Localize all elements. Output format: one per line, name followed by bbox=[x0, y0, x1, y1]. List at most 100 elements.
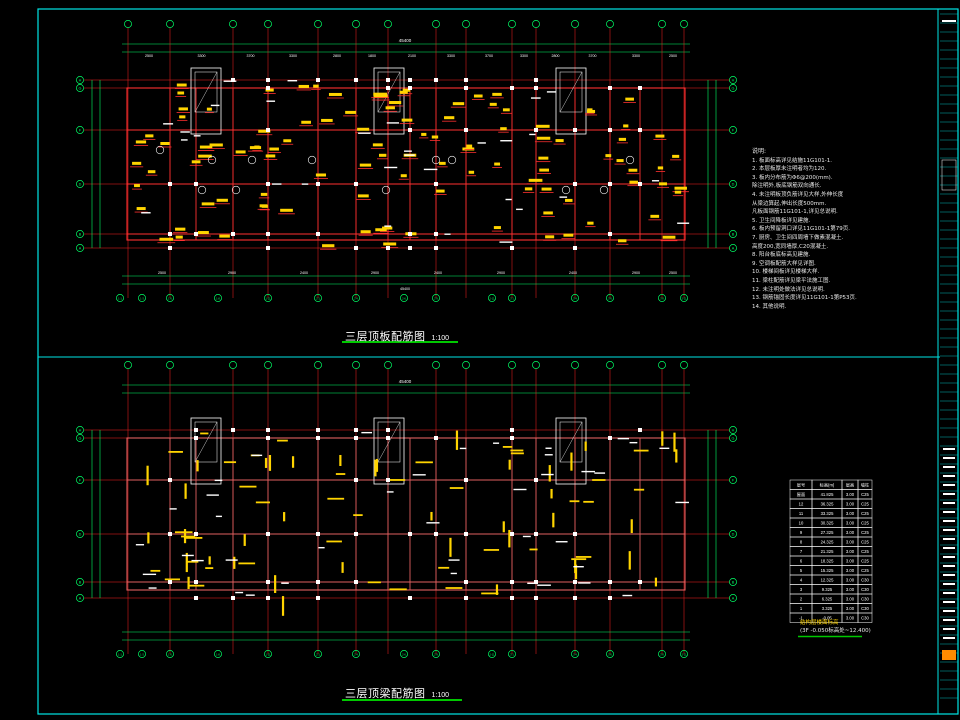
beam-label bbox=[180, 139, 188, 141]
column bbox=[434, 232, 438, 236]
beam-rebar-annotation bbox=[150, 569, 161, 572]
beam-rebar-annotation bbox=[495, 584, 499, 595]
beam-label bbox=[361, 431, 373, 434]
beam-rebar-annotation bbox=[146, 465, 149, 486]
beam-label bbox=[318, 546, 325, 549]
beam-rebar-annotation bbox=[389, 479, 406, 481]
slab-rebar-label bbox=[372, 143, 383, 147]
note-item: 10. 楼梯间板详见楼梯大样. bbox=[752, 269, 820, 276]
schedule-cell-text: 3.00 bbox=[846, 492, 855, 497]
beam-rebar-annotation bbox=[529, 548, 538, 551]
beam-rebar-annotation bbox=[583, 500, 594, 503]
axis-label: A bbox=[732, 597, 735, 601]
column bbox=[510, 436, 514, 440]
axis-label: H bbox=[732, 79, 735, 83]
column bbox=[638, 428, 642, 432]
beam-rebar-annotation bbox=[233, 556, 236, 569]
column bbox=[266, 580, 270, 584]
slab-rebar-label bbox=[528, 178, 543, 182]
axis-bubble bbox=[76, 476, 84, 484]
slab-rebar-label bbox=[468, 170, 475, 174]
axis-label: H bbox=[732, 429, 735, 433]
beam-rebar-annotation bbox=[552, 512, 555, 528]
axis-label: D bbox=[79, 183, 82, 187]
slab-rebar-label bbox=[259, 204, 268, 208]
dimension-label: 2900 bbox=[632, 271, 640, 275]
note-item: 凡板面钢筋11G101-1,详见总说明. bbox=[752, 209, 838, 216]
axis-bubble bbox=[264, 650, 272, 658]
slab-section-marker bbox=[307, 155, 317, 165]
beam-label bbox=[266, 100, 276, 102]
axis-label: 3-4 bbox=[573, 297, 577, 301]
column bbox=[386, 478, 390, 482]
column bbox=[266, 428, 270, 432]
slab-rebar-label bbox=[565, 198, 573, 202]
slab-rebar-label bbox=[421, 132, 427, 136]
beam-label bbox=[500, 140, 513, 142]
dimension-label: 3300 bbox=[632, 54, 640, 58]
axis-label: D bbox=[732, 533, 735, 537]
slab-rebar-label bbox=[159, 237, 174, 241]
schedule-cell-text: 6.325 bbox=[822, 597, 833, 602]
slab-rebar-label bbox=[378, 153, 387, 157]
schedule-cell-text: 3.00 bbox=[846, 521, 855, 526]
dimension-label: 2500 bbox=[669, 54, 677, 58]
beam-rebar-annotation bbox=[481, 592, 499, 595]
beam-label bbox=[505, 198, 512, 201]
axis-bubble bbox=[729, 230, 737, 238]
slab-rebar-label bbox=[623, 124, 629, 128]
schedule-cell-text: 3.00 bbox=[846, 568, 855, 573]
axis-bubble bbox=[532, 20, 540, 28]
column bbox=[316, 182, 320, 186]
beam-label bbox=[169, 508, 177, 510]
schedule-cell-text: 12.325 bbox=[821, 578, 834, 583]
column bbox=[168, 232, 172, 236]
slab-section-marker bbox=[381, 185, 391, 195]
column bbox=[573, 580, 577, 584]
slab-rebar-label bbox=[179, 115, 186, 119]
beam-label bbox=[578, 582, 591, 584]
slab-rebar-label bbox=[219, 234, 230, 238]
slab-rebar-label bbox=[628, 168, 638, 172]
schedule-cell bbox=[857, 612, 873, 623]
beam-label bbox=[544, 454, 553, 456]
note-item: 11. 梁柱配筋详见梁平法施工图. bbox=[752, 277, 831, 284]
title-block-text bbox=[943, 628, 955, 630]
column bbox=[386, 428, 390, 432]
schedule-cell-text: 10 bbox=[799, 521, 804, 526]
slab-rebar-label bbox=[283, 139, 292, 143]
slab-rebar-label bbox=[618, 137, 627, 141]
beam-rebar-annotation bbox=[181, 535, 196, 538]
axis-label: 3-8 bbox=[660, 653, 664, 657]
beam-label bbox=[651, 180, 660, 182]
axis-label: F bbox=[732, 479, 735, 483]
axis-bubble bbox=[229, 20, 237, 28]
total-dimension-label: 45400 bbox=[399, 379, 412, 384]
axis-bubble bbox=[314, 20, 322, 28]
drawing-frame bbox=[37, 8, 959, 715]
beam-label bbox=[594, 472, 606, 474]
axis-bubble bbox=[658, 650, 666, 658]
beam-rebar-annotation bbox=[570, 452, 573, 471]
axis-label: F bbox=[79, 479, 82, 483]
slab-rebar-label bbox=[563, 233, 574, 237]
beam-rebar-annotation bbox=[449, 537, 452, 557]
axis-label: 1-1 bbox=[118, 653, 122, 657]
note-item: 14. 其他说明. bbox=[752, 303, 787, 310]
axis-bubble bbox=[229, 361, 237, 369]
beam-rebar-annotation bbox=[430, 511, 433, 521]
schedule-cell-text: 3.00 bbox=[846, 597, 855, 602]
beam-rebar-annotation bbox=[174, 531, 193, 534]
axis-label: 2-1 bbox=[316, 297, 320, 301]
axis-bubble bbox=[729, 434, 737, 442]
note-item: 4. 未注明板顶负筋详见大样,外伸长度 bbox=[752, 191, 844, 198]
beam-label bbox=[499, 241, 513, 243]
axis-label: A bbox=[79, 247, 82, 251]
schedule-cell-text: 3.00 bbox=[846, 511, 855, 516]
axis-bubble bbox=[214, 294, 222, 302]
axis-bubble bbox=[680, 294, 688, 302]
axis-bubble bbox=[606, 650, 614, 658]
schedule-cell-text: 12 bbox=[799, 502, 804, 507]
axis-bubble bbox=[314, 650, 322, 658]
stair-core bbox=[190, 67, 222, 135]
